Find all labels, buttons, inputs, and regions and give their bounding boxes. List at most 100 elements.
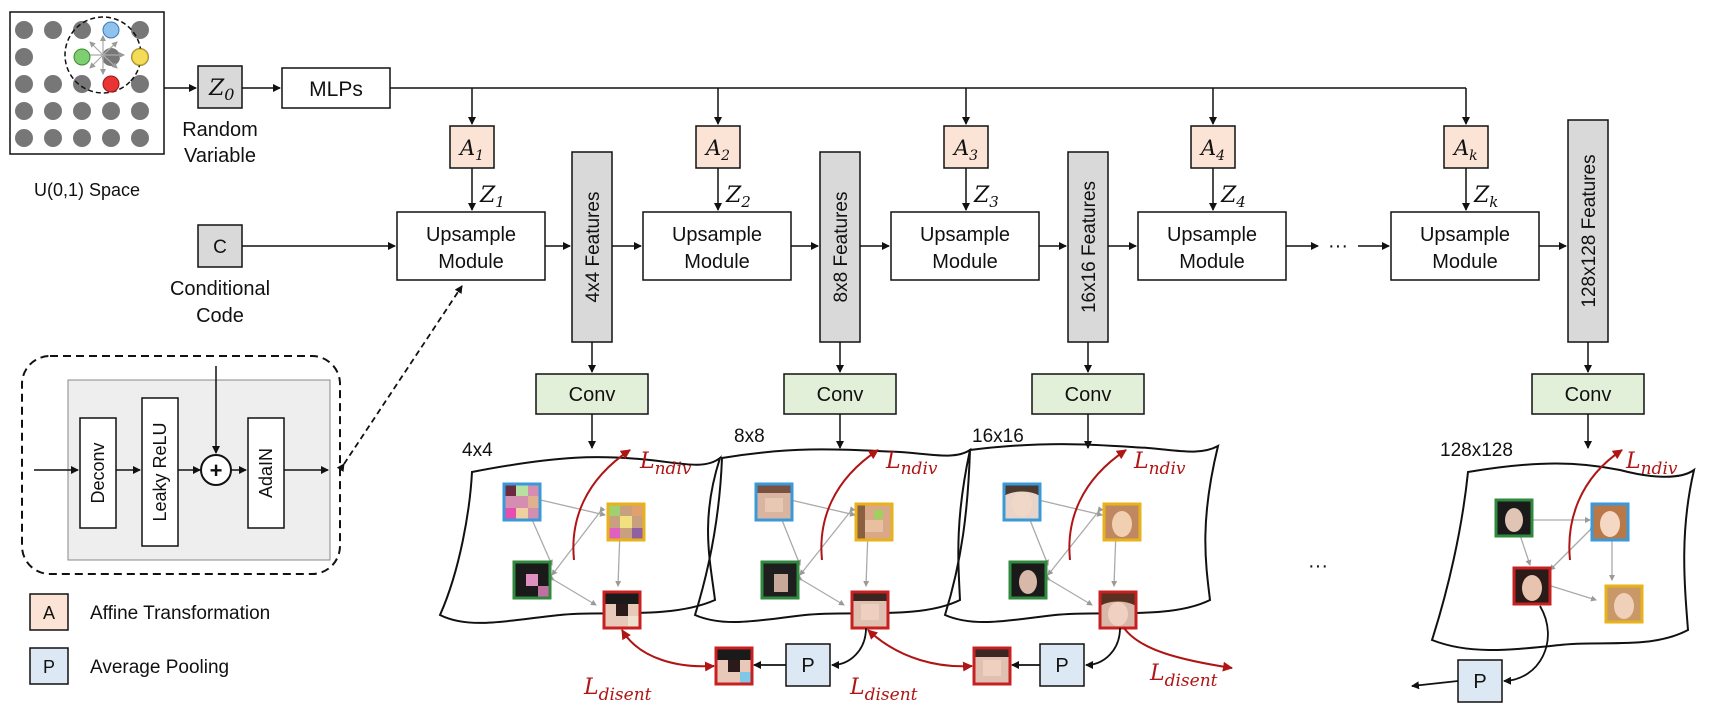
deconv-block <box>79 417 117 529</box>
upsample2-line1: Upsample <box>672 224 762 246</box>
res-4x4-label: 4x4 <box>462 440 493 461</box>
ndivk-L: L <box>1625 449 1641 474</box>
ndiv2-sub: ndiv <box>901 459 938 479</box>
res-16x16-label: 16x16 <box>972 426 1024 447</box>
feature-blocks <box>571 119 1609 343</box>
svg-text:A1: A1 <box>458 136 484 164</box>
upsample4-line1: Upsample <box>1167 224 1257 246</box>
random-label-line1: Random <box>182 119 258 141</box>
upsample1-line1: Upsample <box>426 224 516 246</box>
legend-affine-key: A <box>43 603 55 623</box>
conv-blocks <box>535 373 1645 415</box>
a2-subscript: 2 <box>720 148 730 164</box>
pooled-thumb-2 <box>972 646 1012 686</box>
svg-text:A4: A4 <box>1199 136 1225 164</box>
a4-subscript: 4 <box>1215 148 1225 164</box>
thumb-stagek-blue <box>1590 502 1630 542</box>
flow-ellipsis: ··· <box>1328 235 1348 257</box>
conditional-code-box <box>197 224 243 268</box>
res-128x128-label: 128x128 <box>1440 440 1513 461</box>
latent-manifolds <box>438 443 1696 651</box>
ndiv1-sub: ndiv <box>655 459 692 479</box>
z3-symbol: Z <box>973 183 990 208</box>
conditional-label-line2: Code <box>196 305 244 327</box>
a1-symbol: A <box>458 136 475 160</box>
random-label-line2: Variable <box>184 145 256 167</box>
upsample-modules <box>396 211 1540 281</box>
features-4x4-label: 4x4 Features <box>583 192 604 303</box>
upsample4-line2: Module <box>1179 251 1245 273</box>
disent2-sub: disent <box>865 685 918 705</box>
ak-subscript: k <box>1469 148 1477 164</box>
a3-subscript: 3 <box>969 148 978 164</box>
svg-text:Lndiv: Lndiv <box>1625 449 1678 479</box>
mlps-label: MLPs <box>309 78 363 101</box>
legend-pool-swatch <box>29 647 69 685</box>
svg-text:A3: A3 <box>952 136 978 164</box>
module-detail-frame <box>21 355 341 575</box>
disent1-L: L <box>583 675 599 700</box>
svg-text:A2: A2 <box>704 136 730 164</box>
legend-affine-text: Affine Transformation <box>90 603 270 624</box>
svg-text:Z2: Z2 <box>725 183 751 211</box>
thumb-stage3-green <box>1008 560 1048 600</box>
a4-symbol: A <box>1199 136 1216 160</box>
z4-subscript: 4 <box>1235 193 1246 211</box>
thumb-stage3-blue <box>1002 482 1042 522</box>
thumb-stagek-yellow <box>1604 584 1644 624</box>
svg-text:Z1: Z1 <box>479 183 505 211</box>
leaky-relu-block <box>141 397 179 547</box>
thumb-stage1-green <box>512 560 552 600</box>
legend-affine-swatch <box>29 593 69 631</box>
z1-subscript: 1 <box>495 193 505 211</box>
thumb-stage2-blue <box>754 482 794 522</box>
pooled-thumb-1 <box>714 646 754 686</box>
z3-subscript: 3 <box>989 193 999 211</box>
svg-text:Zk: Zk <box>1473 183 1498 211</box>
thumb-stagek-green <box>1494 498 1534 538</box>
upsample3-line1: Upsample <box>920 224 1010 246</box>
adain-block <box>247 417 285 529</box>
z4-symbol: Z <box>1220 183 1237 208</box>
thumb-stage3-yellow <box>1102 502 1142 542</box>
features-128x128-label: 128x128 Features <box>1579 154 1600 307</box>
uniform-space-grid <box>9 11 165 155</box>
thumb-stage1-blue <box>502 482 542 522</box>
conv3-label: Conv <box>1065 384 1112 406</box>
svg-text:Z0: Z0 <box>208 76 234 104</box>
thumb-stagek-red <box>1512 566 1552 606</box>
disent3-L: L <box>1149 661 1165 686</box>
svg-text:Ldisent: Ldisent <box>849 675 918 705</box>
zk-subscript: k <box>1489 193 1498 211</box>
convk-label: Conv <box>1565 384 1612 406</box>
thumb-stage1-red <box>602 590 642 630</box>
svg-text:Ldisent: Ldisent <box>583 675 652 705</box>
features-16x16-label: 16x16 Features <box>1079 181 1100 313</box>
upsample5-line1: Upsample <box>1420 224 1510 246</box>
thumb-stage1-yellow <box>606 502 646 542</box>
z0-box <box>197 65 243 109</box>
upsample5-line2: Module <box>1432 251 1498 273</box>
thumb-stage2-yellow <box>854 502 894 542</box>
deconv-label: Deconv <box>88 442 108 503</box>
ndiv2-L: L <box>885 449 901 474</box>
upsample2-line2: Module <box>684 251 750 273</box>
a3-symbol: A <box>952 136 969 160</box>
svg-text:Lndiv: Lndiv <box>639 449 692 479</box>
thumb-stage2-red <box>850 590 890 630</box>
z1-symbol: Z <box>479 183 496 208</box>
svg-text:Ldisent: Ldisent <box>1149 661 1218 691</box>
conv2-label: Conv <box>817 384 864 406</box>
conditional-code-symbol: C <box>213 237 227 258</box>
affine-blocks <box>449 125 1489 169</box>
legend-pool-key: P <box>43 657 55 677</box>
svg-text:Ak: Ak <box>1452 136 1478 164</box>
adain-label: AdaIN <box>256 448 276 498</box>
features-8x8-label: 8x8 Features <box>831 192 852 303</box>
poolk-label: P <box>1473 671 1486 693</box>
ndiv1-L: L <box>639 449 655 474</box>
thumb-stage3-red <box>1098 590 1138 630</box>
a2-symbol: A <box>704 136 721 160</box>
z2-subscript: 2 <box>740 193 751 211</box>
